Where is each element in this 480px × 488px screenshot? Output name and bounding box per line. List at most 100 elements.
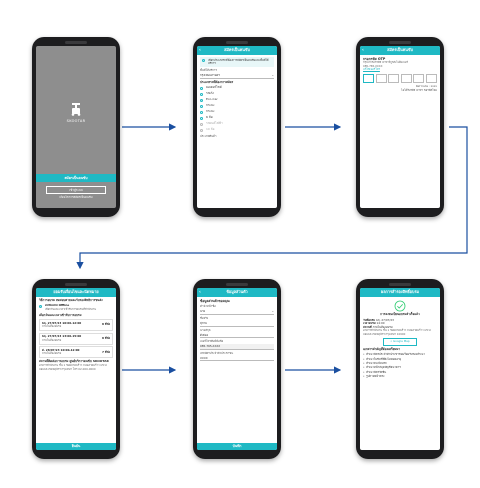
mode-label: อบรมแบบ Offline [45,303,70,308]
otp-desc: กรุณากรอกรหัส OTP ที่ถูกส่งไปยังเบอร์ [363,60,408,65]
radio-icon [200,110,203,114]
result-screen: ผลการสำรองสิทธิ์อบรม การลงทะเบียนอบรมสำเ… [360,288,440,450]
slot-place: ภายในห้องอบรม [42,337,62,342]
vehicle-option: 10 ล้อ [200,127,274,133]
chevron-down-icon: ⌄ [271,73,274,77]
terms-link[interactable]: เงื่อนไขการสมัครเป็นคนขับ [59,195,93,199]
radio-icon [200,86,203,90]
change-number-link[interactable]: แก้ไขเบอร์โทร [363,67,380,72]
slot-seats: 8 ที่นั่ง [101,322,110,327]
ref-value: xxxx [430,84,437,89]
otp-digit-3[interactable] [388,74,400,84]
notice-text: เลือกประเภทรถที่ต้องการสมัครเป็นคนขับและ… [208,57,269,65]
save-button[interactable]: บันทึก [197,443,277,450]
time-label: เวลาอบรม [363,321,376,326]
screen-title: ยอมรับเงื่อนไขและนัดหมาย [53,289,99,295]
screen-title: ผลการสำรองสิทธิ์อบรม [380,289,419,295]
area-select[interactable]: กรุงเทพมหานคร ⌄ [200,73,274,79]
otp-digit-4[interactable] [400,74,412,84]
vehicle-option-label: มอเตอร์ไซค์ [206,85,222,90]
screen-title: สมัครเป็นคนขับ [387,47,413,53]
slot-place: ภายในห้องอบรม [42,351,62,356]
resend-otp-link[interactable]: ไม่ได้รับรหัส OTP? ขอรหัสใหม่ [401,87,437,92]
otp-digit-5[interactable] [413,74,425,84]
radio-icon [200,116,203,120]
docs-list: สำเนาบัตรประจำตัวประชาชนพร้อมรับรองสำเนา… [363,352,437,379]
register-driver-button[interactable]: สมัครเป็นคนขับ [36,174,116,182]
slot-time: พฤ. 27/07/23 13:00-15:00 [42,334,82,339]
place-desc: อาคารสำนักงาน ชั้น 1 ซอยลาดพร้าว ถนนลาดพ… [363,328,431,336]
lastname-input[interactable]: ดีเสมอ [200,332,274,339]
confirm-button[interactable]: ยืนยัน [36,443,116,450]
date-row: วันที่อบรม พฤ. 27/07/23 [363,317,437,323]
vehicle-option[interactable]: มอเตอร์ไซค์ [200,85,274,91]
vehicle-type-screen: ‹ สมัครเป็นคนขับ เลือกประเภทรถที่ต้องการ… [197,46,277,208]
login-button[interactable]: เข้าสู่ระบบ [46,186,106,194]
confirm-title: การลงทะเบียนอบรมสำเร็จแล้ว [380,312,420,317]
header-bar: ‹ ข้อมูลส่วนตัว [197,288,277,297]
footer-label: ประเภทสินค้า [200,134,217,139]
phone-input[interactable]: 085-765-XXXX [200,343,274,350]
phone-splash: SKOOTAR สมัครเป็นคนขับ เข้าสู่ระบบ เงื่อ… [32,37,120,217]
doc-item: สำเนาทะเบียนรถ [363,361,437,366]
vehicle-option[interactable]: กระบะ [200,109,274,115]
date-value: พฤ. 27/07/23 [376,317,394,322]
id-input[interactable]: XXXX [200,355,274,362]
back-arrow-icon[interactable]: ‹ [199,48,201,53]
vehicle-option[interactable]: Eco-Car [200,97,274,103]
name-input[interactable]: สุภาพ [200,321,274,327]
back-arrow-icon[interactable]: ‹ [199,290,201,295]
doc-item: สำเนาบัตรวัคซีน [363,370,437,375]
otp-phone: 085-765-XXXX [363,63,383,68]
otp-input[interactable] [363,74,437,84]
radio-icon [200,92,203,96]
id-label: เลขบัตรประจำตัวประชาชน [200,350,234,355]
vehicle-option[interactable]: 6 ล้อ [200,115,274,121]
place-label: สถานที่ [363,324,372,329]
slot-seats: 7 ที่นั่ง [101,349,110,354]
otp-digit-1[interactable] [363,74,375,84]
vehicle-option[interactable]: รถเก๋ง [200,91,274,97]
training-screen: ยอมรับเงื่อนไขและนัดหมาย วิธีการอบรม ทดส… [36,288,116,450]
splash-screen: SKOOTAR สมัครเป็นคนขับ เข้าสู่ระบบ เงื่อ… [36,46,116,208]
header-bar: ‹ สมัครเป็นคนขับ [197,46,277,55]
vehicle-option-label: กระบะ [206,109,215,114]
check-circle-icon [363,300,437,313]
radio-icon [200,122,203,126]
screen-title: ข้อมูลส่วนตัว [226,289,248,295]
phone-label: เบอร์โทรศัพท์มือถือ [200,339,224,344]
vehicle-option-label: รถเก๋ง [206,91,214,96]
radio-icon [200,98,203,102]
arrow-3-to-4 [76,126,468,270]
otp-digit-2[interactable] [375,74,387,84]
vehicle-option-label: Eco-Car [206,97,218,102]
phone-otp: ‹ สมัครเป็นคนขับ กรอกรหัส OTP กรุณากรอกร… [356,37,444,217]
vehicle-option: รถยนต์ไฟฟ้า [200,121,274,127]
google-map-button[interactable]: ⌖ Google Map [383,338,417,346]
area-value: กรุงเทพมหานคร [200,73,220,77]
vehicle-option-label: กระบะ [206,103,215,108]
map-pin-icon: ⌖ [390,339,392,344]
mode-radio[interactable] [39,304,42,308]
choose-label: เลือกวันและเวลาเข้ารับการอบรม [39,312,82,317]
back-arrow-icon[interactable]: ‹ [362,48,364,53]
chevron-down-icon: ⌄ [271,309,274,314]
vehicle-option[interactable]: กระบะ [200,103,274,109]
prefix-select[interactable]: นาย ⌄ [200,309,274,315]
vehicle-option-label: 10 ล้อ [206,127,215,132]
phone-vehicle-type: ‹ สมัครเป็นคนขับ เลือกประเภทรถที่ต้องการ… [193,37,281,217]
radio-icon [200,128,203,132]
doc-item: สำเนาบัตรประจำตัวประชาชนพร้อมรับรองสำเนา [363,352,437,357]
notice-box: เลือกประเภทรถที่ต้องการสมัครเป็นคนขับและ… [200,57,274,67]
prefix-value: นาย [200,309,206,314]
area-label: พื้นที่ให้บริการ [200,68,217,72]
mode-option[interactable]: อบรมแบบ Offline เลือกวันและเวลาเข้ารับกา… [39,304,113,311]
otp-digit-6[interactable] [425,74,437,84]
doc-item: สำเนาใบขับขี่ที่ยังไม่หมดอายุ [363,357,437,362]
